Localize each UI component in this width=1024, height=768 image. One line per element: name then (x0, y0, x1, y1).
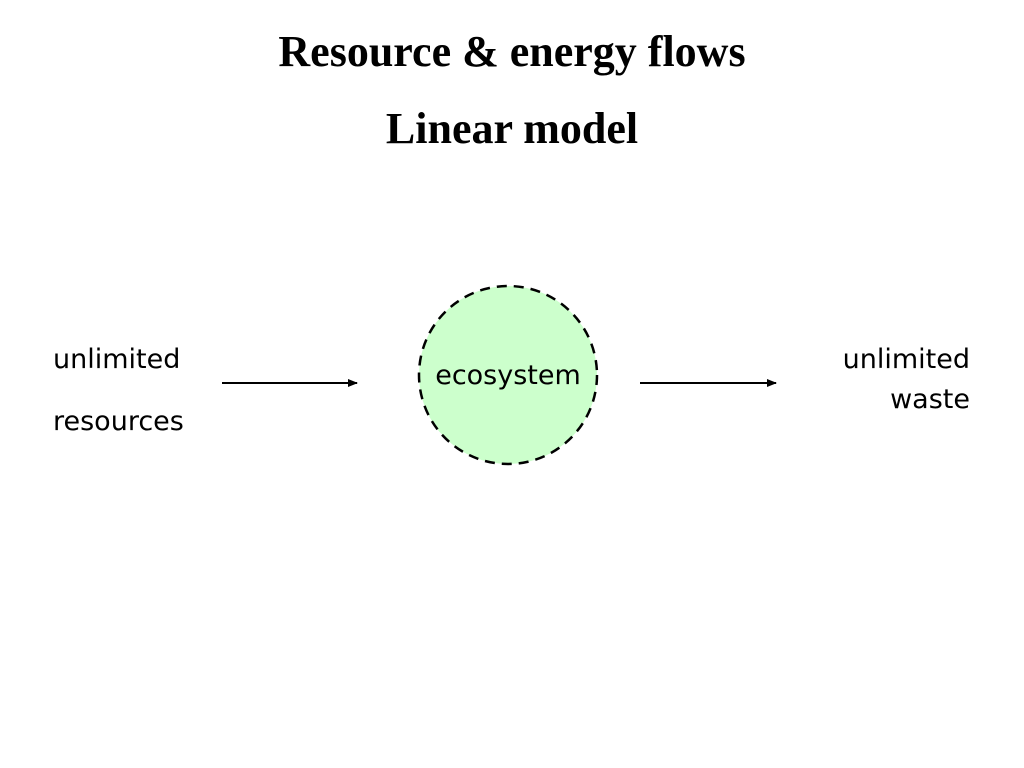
slide-title: Resource & energy flows (278, 27, 746, 76)
ecosystem-label: ecosystem (435, 360, 581, 391)
output-label-line2: waste (890, 384, 970, 415)
input-label-line1: unlimited (53, 344, 181, 375)
slide-subtitle: Linear model (385, 104, 639, 153)
ecosystem-node (417, 284, 599, 466)
input-label-line2: resources (53, 406, 184, 437)
output-label-line1: unlimited (842, 344, 970, 375)
